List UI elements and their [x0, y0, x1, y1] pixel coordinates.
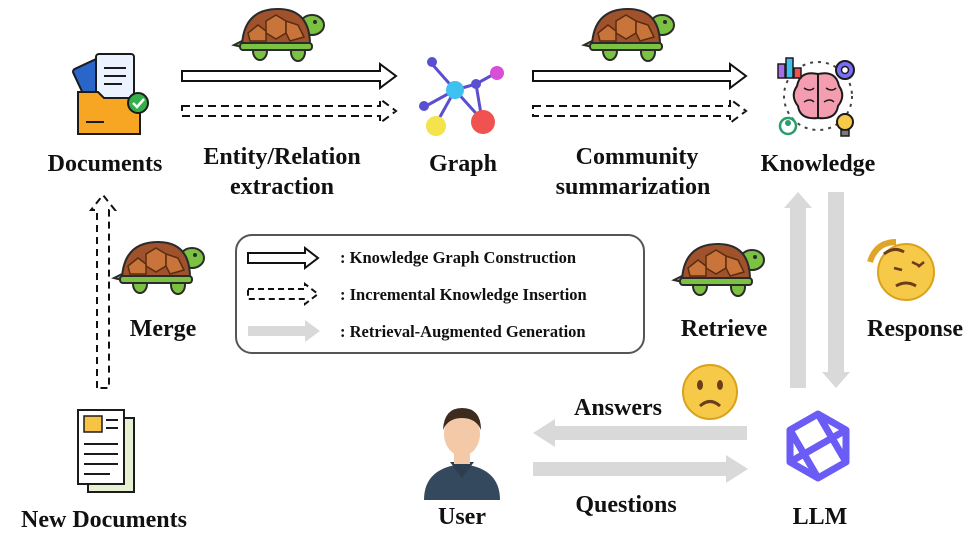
llm-logo-icon — [786, 410, 850, 482]
answers-label: Answers — [574, 395, 662, 421]
brain-knowledge-icon — [777, 57, 855, 137]
knowledge-label: Knowledge — [761, 151, 876, 177]
turtle-icon — [583, 8, 675, 62]
response-label: Response — [867, 316, 963, 342]
legend: : Knowledge Graph Construction : Increme… — [235, 234, 645, 354]
extraction-label-line1: Entity/Relation — [203, 144, 360, 170]
insertion-arrow-up — [88, 193, 118, 389]
construction-arrow-2 — [532, 62, 748, 90]
sad-face-icon — [682, 364, 738, 420]
legend-solid-arrow — [247, 245, 320, 271]
user-avatar-icon — [424, 408, 500, 500]
legend-gray-arrow — [248, 320, 320, 342]
new-documents-label: New Documents — [21, 507, 187, 533]
retrieve-label: Retrieve — [681, 316, 768, 342]
user-label: User — [438, 504, 486, 530]
questions-arrow — [533, 455, 748, 483]
summarization-label-line1: Community — [576, 144, 699, 170]
response-arrow — [822, 192, 850, 388]
retrieve-arrow — [784, 192, 812, 388]
turtle-icon — [113, 241, 205, 295]
new-documents-icon — [77, 409, 135, 493]
legend-rag: : Retrieval-Augmented Generation — [340, 322, 586, 341]
construction-arrow-1 — [181, 62, 398, 90]
insertion-arrow-1 — [181, 97, 398, 125]
insertion-arrow-2 — [532, 97, 748, 125]
graph-network-icon — [419, 57, 504, 136]
legend-kg-construction: : Knowledge Graph Construction — [340, 248, 576, 267]
questions-label: Questions — [575, 492, 676, 518]
llm-label: LLM — [793, 504, 848, 530]
turtle-icon — [673, 243, 765, 297]
legend-dashed-arrow — [247, 281, 320, 307]
legend-incremental-insertion: : Incremental Knowledge Insertion — [340, 285, 587, 304]
summarization-label-line2: summarization — [556, 174, 711, 200]
frustrated-face-icon — [867, 239, 935, 301]
turtle-icon — [233, 8, 325, 62]
extraction-label-line2: extraction — [230, 174, 334, 200]
graph-label: Graph — [429, 151, 497, 177]
merge-label: Merge — [130, 316, 197, 342]
documents-label: Documents — [48, 151, 163, 177]
answers-arrow — [533, 419, 747, 447]
documents-folder-icon — [72, 53, 149, 135]
